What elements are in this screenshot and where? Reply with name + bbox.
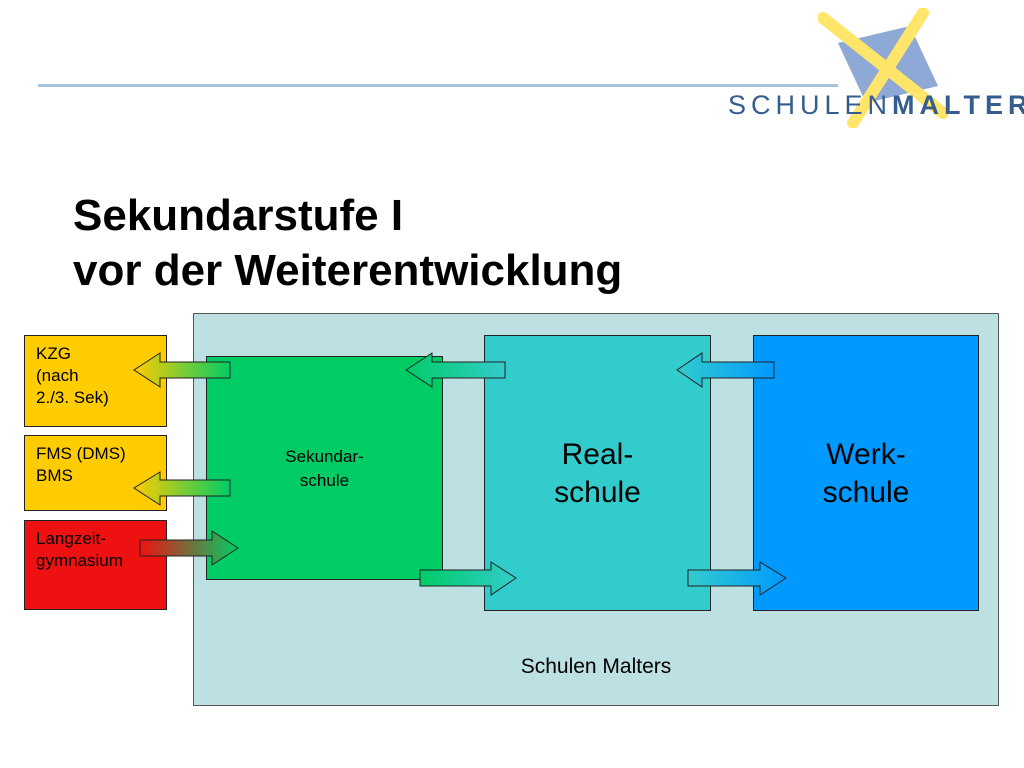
realschule-label: Real- schule (485, 436, 710, 512)
page-title: Sekundarstufe I vor der Weiterentwicklun… (73, 188, 622, 298)
arrow-werk-to-real (676, 352, 775, 388)
werkschule-box: Werk- schule (753, 335, 979, 611)
sekundarschule-box: Sekundar- schule (206, 356, 443, 580)
fms-bms-box: FMS (DMS) BMS (24, 435, 167, 511)
werkschule-label-line-1: Werk- (826, 438, 906, 471)
fms-label-line-2: BMS (36, 466, 73, 485)
logo-cross-icon (818, 8, 948, 128)
arrow-real-to-werk (687, 561, 787, 596)
logo-text-light: SCHULEN (728, 90, 893, 120)
kzg-label-line-1: KZG (36, 344, 71, 363)
realschule-label-line-1: Real- (561, 438, 634, 471)
panel-label: Schulen Malters (520, 655, 672, 678)
title-line-1: Sekundarstufe I (73, 191, 404, 240)
werkschule-label: Werk- schule (754, 436, 978, 512)
arrow-sek-to-kzg (133, 352, 231, 388)
langzeitgymnasium-box: Langzeit- gymnasium (24, 520, 167, 610)
arrow-sek-to-fms (133, 471, 231, 506)
fms-label-line-1: FMS (DMS) (36, 444, 126, 463)
kzg-label-line-2: (nach (36, 366, 79, 385)
arrow-sek-to-real (419, 561, 517, 596)
sekundarschule-label: Sekundar- schule (207, 445, 442, 493)
sekundarschule-label-line-1: Sekundar- (285, 447, 364, 466)
header-divider-line (38, 84, 838, 87)
title-line-2: vor der Weiterentwicklung (73, 246, 623, 295)
arrow-lang-to-sek (139, 530, 239, 566)
sekundarschule-label-line-2: schule (299, 471, 350, 490)
kzg-box: KZG (nach 2./3. Sek) (24, 335, 167, 427)
realschule-box: Real- schule (484, 335, 711, 611)
arrow-real-to-sek (405, 352, 506, 388)
langzeit-label-line-1: Langzeit- (36, 529, 106, 548)
langzeit-label-line-2: gymnasium (36, 551, 123, 570)
kzg-label-line-3: 2./3. Sek) (36, 388, 109, 407)
realschule-label-line-2: schule (554, 476, 641, 509)
werkschule-label-line-2: schule (822, 476, 910, 509)
